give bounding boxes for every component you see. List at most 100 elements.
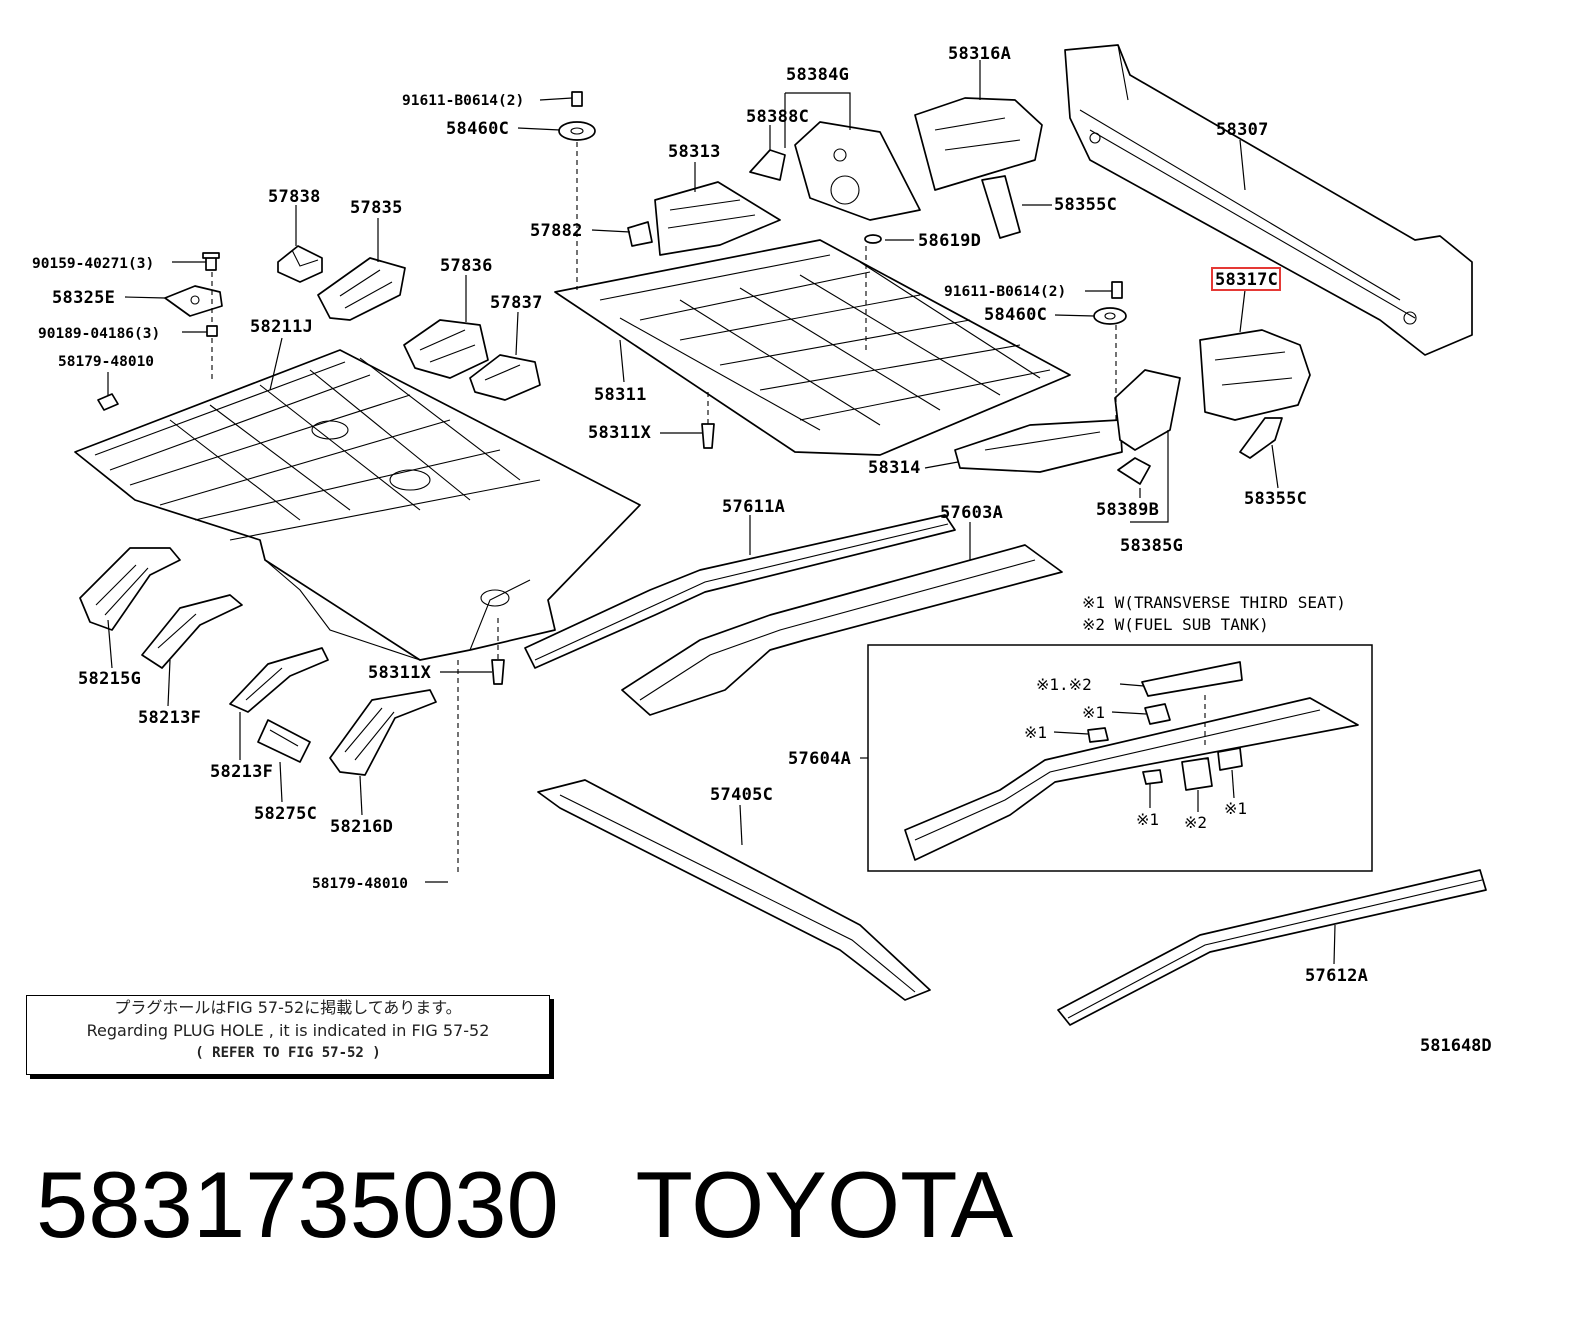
bolt-91611-top (571, 91, 583, 107)
panel-58384G (794, 121, 921, 221)
label-58460C-mid: 58460C (984, 305, 1047, 325)
label-58179-top: 58179-48010 (58, 354, 154, 370)
label-58311X-top: 58311X (588, 423, 652, 443)
label-90189: 90189-04186(3) (38, 326, 160, 342)
member-57611A (524, 514, 956, 669)
bolt-58311X-top (701, 423, 715, 449)
label-58211J: 58211J (250, 317, 313, 337)
label-91611-mid: 91611-B0614(2) (944, 284, 1066, 300)
bracket-58216D (329, 689, 437, 776)
figure-code: 581648D (1420, 1036, 1492, 1056)
label-58389B: 58389B (1096, 500, 1159, 520)
note-transverse-third-seat: ※1 W(TRANSVERSE THIRD SEAT) (1082, 593, 1346, 612)
mark-1c: ※1 (1136, 810, 1159, 829)
label-57612A: 57612A (1305, 966, 1368, 986)
label-57611A: 57611A (722, 497, 785, 517)
bracket-57836 (403, 319, 489, 379)
front-floor-pan-58211J (74, 349, 641, 661)
label-58355C-top: 58355C (1054, 195, 1117, 215)
plate-58325E (164, 285, 223, 317)
bolt-90189 (206, 325, 218, 337)
bracket-58213F-a (141, 594, 243, 669)
label-58313: 58313 (668, 142, 721, 162)
bracket-58388C (749, 149, 786, 181)
rocker-panel-58307 (1064, 44, 1473, 356)
notes: ※1 W(TRANSVERSE THIRD SEAT) ※2 W(FUEL SU… (1082, 593, 1346, 634)
label-58215G: 58215G (78, 669, 141, 689)
label-57405C: 57405C (710, 785, 773, 805)
bracket-57838 (277, 245, 323, 283)
caption-japanese: プラグホールはFIG 57-52に掲載してあります。 (114, 998, 462, 1017)
label-58179-bot: 58179-48010 (312, 876, 408, 892)
label-58460C-top: 58460C (446, 119, 509, 139)
label-57837: 57837 (490, 293, 543, 313)
member-57612A (1057, 869, 1487, 1026)
bracket-57835 (317, 257, 406, 321)
label-58355C-bot: 58355C (1244, 489, 1307, 509)
inset-marks: ※1.※2 ※1 ※1 ※1 ※2 ※1 (1024, 675, 1247, 832)
label-57603A: 57603A (940, 503, 1003, 523)
footer-title: 5831735030 TOYOTA (36, 1150, 1236, 1260)
label-58213F-b: 58213F (210, 762, 273, 782)
bracket-57882 (627, 221, 653, 247)
bracket-58215G (79, 547, 181, 631)
note-fuel-sub-tank: ※2 W(FUEL SUB TANK) (1082, 615, 1269, 634)
label-58619D: 58619D (918, 231, 981, 251)
caption-refer: ( REFER TO FIG 57-52 ) (195, 1045, 381, 1061)
label-57604A: 57604A (788, 749, 851, 769)
bracket-58389B (1117, 457, 1151, 485)
panel-58316A (914, 97, 1043, 191)
label-58388C: 58388C (746, 107, 809, 127)
mark-1-2: ※1.※2 (1036, 675, 1092, 694)
nut-58460C-mid (1093, 307, 1127, 325)
member-57405C (537, 779, 931, 1001)
bracket-58275C (257, 719, 311, 763)
inset-57604A (867, 644, 1373, 872)
bracket-58355C-top (981, 175, 1021, 239)
nut-58460C-top (558, 121, 596, 141)
bracket-57837 (469, 354, 541, 401)
label-58275C: 58275C (254, 804, 317, 824)
mark-2: ※2 (1184, 813, 1207, 832)
mark-1d: ※1 (1224, 799, 1247, 818)
label-58385G: 58385G (1120, 536, 1183, 556)
bolt-90159 (202, 252, 220, 271)
member-57603A (621, 544, 1063, 716)
label-58314: 58314 (868, 458, 921, 478)
label-57836: 57836 (440, 256, 493, 276)
label-58311: 58311 (594, 385, 647, 405)
label-58325E: 58325E (52, 288, 115, 308)
bracket-58213F-b (229, 647, 329, 713)
label-90159: 90159-40271(3) (32, 256, 154, 272)
label-58384G: 58384G (786, 65, 849, 85)
bracket-58355C-bot (1239, 417, 1283, 459)
crossmember-58314 (954, 419, 1123, 473)
label-91611-top: 91611-B0614(2) (402, 93, 524, 109)
label-58317C: 58317C (1215, 270, 1278, 290)
rear-floor-pan-58311 (554, 239, 1071, 456)
label-57838: 57838 (268, 187, 321, 207)
panel-58317C (1199, 329, 1311, 421)
brand-name: TOYOTA (635, 1152, 1014, 1257)
label-57882: 57882 (530, 221, 583, 241)
plug-hole-note: プラグホールはFIG 57-52に掲載してあります。 Regarding PLU… (26, 995, 550, 1075)
label-58213F-a: 58213F (138, 708, 201, 728)
label-58311X-bot: 58311X (368, 663, 432, 683)
label-58307: 58307 (1216, 120, 1269, 140)
mark-1b: ※1 (1024, 723, 1047, 742)
caption-english: Regarding PLUG HOLE , it is indicated in… (86, 1021, 490, 1040)
dashed-alignment-lines (211, 142, 1206, 872)
part-labels: 91611-B0614(2) 58460C 58384G 58316A 5838… (32, 44, 1368, 986)
label-58216D: 58216D (330, 817, 393, 837)
highlight-box (1211, 267, 1281, 291)
bolt-91611-mid (1111, 281, 1123, 299)
crossmember-58313 (654, 181, 781, 256)
part-number: 5831735030 (36, 1152, 559, 1257)
clip-58179-top (97, 393, 119, 411)
mark-1a: ※1 (1082, 703, 1105, 722)
leader-lines (107, 60, 1336, 965)
bracket-58385G (1114, 369, 1181, 451)
plug-58619D (864, 234, 882, 244)
label-57835: 57835 (350, 198, 403, 218)
bolt-58311X-bot (491, 659, 505, 685)
